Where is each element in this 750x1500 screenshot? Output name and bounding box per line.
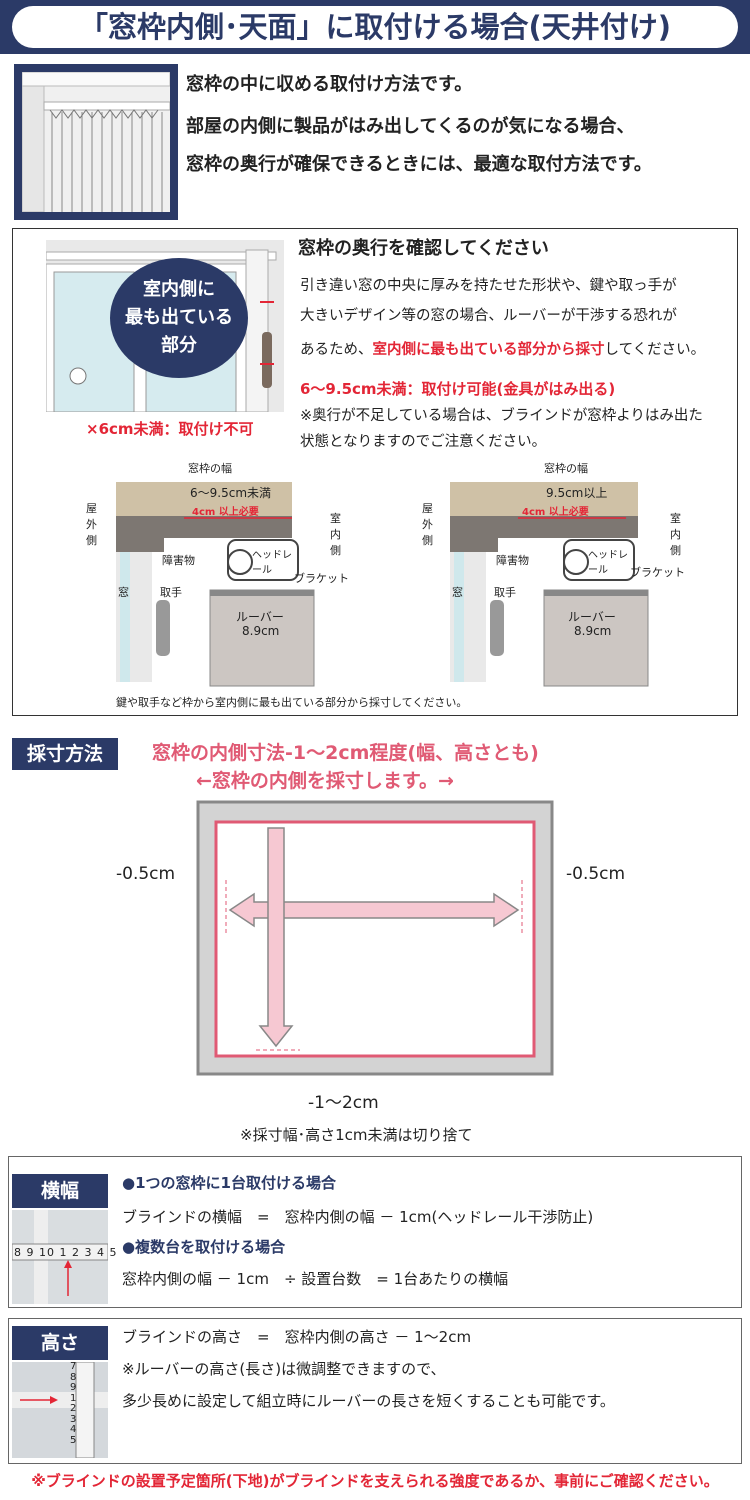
- blind-photo-frame: [14, 64, 178, 220]
- right-louver-size: 8.9cm: [574, 624, 612, 638]
- depth-para-3a: あるため、: [300, 342, 373, 358]
- left-frame-width: 窓枠の幅: [188, 462, 232, 475]
- depth-para-3c: してください。: [604, 342, 706, 358]
- intro-line-3: 窓枠の奥行が確保できるときには、最適な取付方法です。: [186, 154, 652, 175]
- width-panel: [8, 1156, 742, 1308]
- depth-para-3: あるため、室内側に最も出ている部分から採寸してください。: [300, 338, 705, 359]
- left-bracket: ブラケット: [294, 572, 349, 585]
- measure-note: ※採寸幅･高さ1cm未満は切り捨て: [240, 1126, 473, 1144]
- width-case-2: ●複数台を取付ける場合: [122, 1238, 286, 1256]
- left-louver-size: 8.9cm: [242, 624, 280, 638]
- left-need: 4cm 以上必要: [192, 507, 259, 518]
- depth-caption: 鍵や取手など枠から室内側に最も出ている部分から採寸してください。: [116, 696, 468, 709]
- right-need: 4cm 以上必要: [522, 507, 589, 518]
- intro-line-2: 部屋の内側に製品がはみ出してくるのが気になる場合、: [186, 116, 635, 137]
- measure-heading-2: ←窓枠の内側を採寸します。→: [196, 770, 454, 792]
- width-tape-photo: [11, 1210, 109, 1304]
- width-label: 横幅: [12, 1174, 108, 1208]
- height-tape-photo: [12, 1361, 108, 1459]
- width-case-1: ●1つの窓枠に1台取付ける場合: [122, 1174, 336, 1192]
- cross-section-right: 窓枠の幅 9.5cm以上 4cm 以上必要 屋外側 室内側 障害物 ヘッドレール…: [418, 460, 718, 696]
- depth-heading: 窓枠の奥行を確認してください: [298, 238, 549, 259]
- circle-line-2: 最も出ている: [125, 307, 233, 328]
- page-title: 「窓枠内側･天面」に取付ける場合(天井付け): [12, 6, 738, 48]
- ok-install-note: 6～9.5cm未満：取付け可能(金具がはみ出る): [300, 380, 616, 398]
- depth-para-2: 大きいデザイン等の窓の場合、ルーバーが干渉する恐れが: [300, 308, 677, 324]
- left-headrail: ヘッドレール: [252, 550, 292, 576]
- width-tape-numbers: 8 9 10 1 2 3 4 5: [14, 1246, 118, 1259]
- bottom-margin-dim: -1～2cm: [308, 1093, 379, 1113]
- right-inside: 室内側: [670, 512, 681, 557]
- left-handle: 取手: [160, 586, 182, 599]
- right-window: 窓: [452, 586, 463, 599]
- right-range: 9.5cm以上: [546, 486, 608, 500]
- right-handle: 取手: [494, 586, 516, 599]
- protrusion-circle: [110, 258, 248, 378]
- left-outside: 屋外側: [86, 502, 97, 547]
- depth-check-panel: [12, 228, 738, 716]
- blind-photo: [21, 71, 171, 213]
- left-range: 6～9.5cm未満: [190, 486, 272, 500]
- right-louver: ルーバー: [568, 610, 616, 624]
- footer-warning: ※ブラインドの設置予定箇所(下地)がブラインドを支えられる強度であるか、事前にご…: [31, 1472, 719, 1490]
- width-formula-2: 窓枠内側の幅 － 1cm ÷ 設置台数 = 1台あたりの横幅: [122, 1270, 509, 1288]
- left-window: 窓: [118, 586, 129, 599]
- cross-section-left: 窓枠の幅 6～9.5cm未満 4cm 以上必要 屋外側 室内側 障害物 ヘッドレ…: [80, 460, 360, 696]
- shortage-note-2: 状態となりますのでご注意ください。: [300, 434, 547, 450]
- right-headrail: ヘッドレール: [588, 550, 628, 576]
- left-louver: ルーバー: [236, 610, 284, 624]
- right-frame-width: 窓枠の幅: [544, 462, 588, 475]
- width-formula-1: ブラインドの横幅 = 窓枠内側の幅 － 1cm(ヘッドレール干渉防止): [122, 1208, 594, 1226]
- height-note-2: 多少長めに設定して組立時にルーバーの長さを短くすることも可能です。: [122, 1392, 615, 1410]
- frame-measure-diagram: [196, 800, 554, 1076]
- vertical-blind-illustration: [21, 71, 171, 213]
- circle-line-3: 部分: [161, 335, 197, 356]
- measure-label: 採寸方法: [12, 738, 118, 770]
- measure-heading-1: 窓枠の内側寸法-1～2cm程度(幅、高さとも): [152, 742, 539, 764]
- shortage-note-1: ※奥行が不足している場合は、ブラインドが窓枠よりはみ出た: [300, 408, 703, 424]
- height-note-1: ※ルーバーの高さ(長さ)は微調整できますので、: [122, 1360, 446, 1378]
- right-margin-dim: -0.5cm: [566, 864, 626, 884]
- left-margin-dim: -0.5cm: [116, 864, 176, 884]
- no-install-note: ×6cm未満：取付け不可: [86, 420, 254, 438]
- left-obstacle: 障害物: [162, 554, 195, 567]
- height-panel: [8, 1318, 742, 1464]
- height-label: 高さ: [12, 1326, 108, 1360]
- title-bar: 「窓枠内側･天面」に取付ける場合(天井付け): [0, 0, 750, 54]
- left-inside: 室内側: [330, 512, 341, 557]
- depth-para-3-emphasis: 室内側に最も出ている部分から採寸: [372, 342, 605, 358]
- depth-para-1: 引き違い窓の中央に厚みを持たせた形状や、鍵や取っ手が: [300, 278, 677, 294]
- circle-line-1: 室内側に: [143, 279, 215, 300]
- height-tape-numbers: 7 8 9 1 2 3 4 5: [70, 1361, 77, 1446]
- intro-line-1: 窓枠の中に収める取付け方法です。: [186, 74, 473, 95]
- right-obstacle: 障害物: [496, 554, 529, 567]
- protrusion-circle-text: 室内側に 最も出ている 部分: [110, 276, 248, 360]
- height-formula: ブラインドの高さ = 窓枠内側の高さ － 1～2cm: [122, 1328, 472, 1346]
- right-bracket: ブラケット: [630, 566, 685, 579]
- right-outside: 屋外側: [422, 502, 433, 547]
